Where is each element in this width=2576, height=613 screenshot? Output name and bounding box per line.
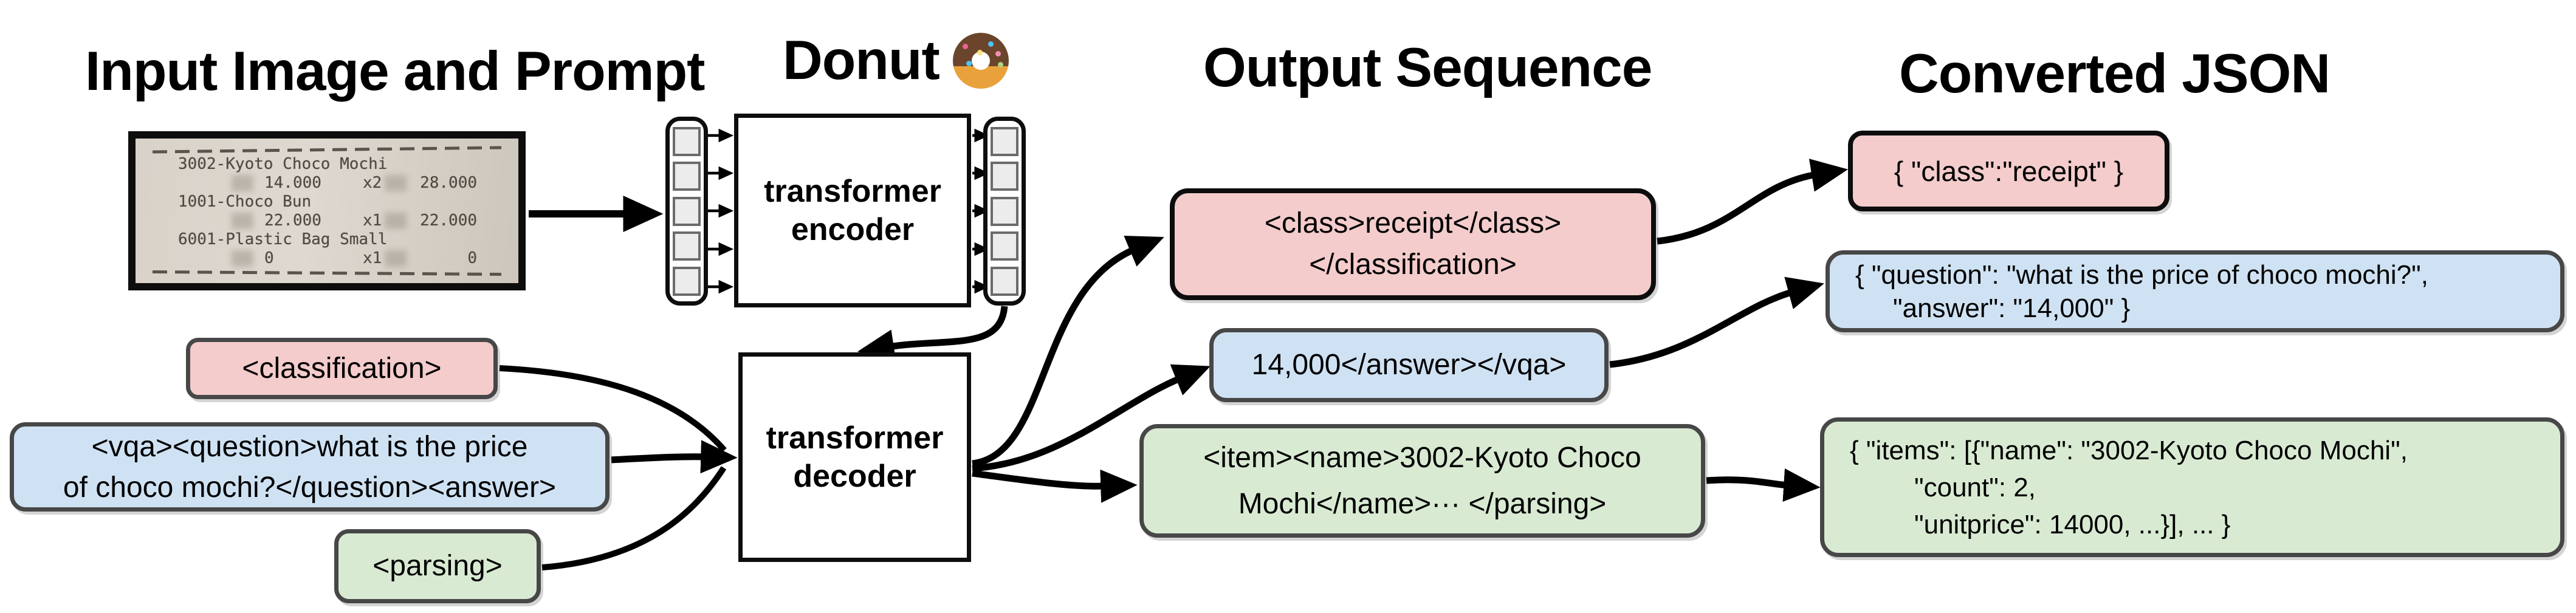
arrow-classification-output-to-json	[1657, 159, 1849, 245]
image-patch	[991, 266, 1018, 296]
receipt-item-amounts: 22.000 x1 22.000	[151, 211, 503, 230]
prompt-parsing-text: <parsing>	[373, 550, 503, 582]
json-parsing-line2: "count": 2,	[1914, 472, 2036, 502]
output-parsing-line1: <item><name>3002-Kyoto Choco	[1203, 441, 1641, 474]
section-title-output: Output Sequence	[1203, 37, 1652, 98]
receipt-unit-price: 22.000	[264, 211, 321, 230]
prompt-parsing-box: <parsing>	[334, 529, 541, 603]
json-parsing-box: { "items": [{"name": "3002-Kyoto Choco M…	[1820, 417, 2564, 557]
arrows-encoder-to-patches	[972, 128, 990, 294]
arrow-encoder-to-decoder	[857, 306, 1008, 363]
json-parsing-line3: "unitprice": 14000, ...}], ... }	[1914, 509, 2231, 539]
receipt-item-name: 1001-Choco Bun	[178, 193, 312, 211]
image-patch	[673, 162, 701, 191]
encoder-label-line2: encoder	[791, 211, 915, 247]
decoder-label-line2: decoder	[793, 458, 916, 494]
prompt-classification-text: <classification>	[242, 352, 442, 385]
receipt-item-amounts: 0 x1 0	[151, 249, 503, 268]
prompt-vqa-line1: <vqa><question>what is the price	[91, 430, 528, 463]
redaction-blur	[232, 250, 253, 267]
image-patch	[673, 196, 701, 226]
receipt-item-name: 6001-Plastic Bag Small	[178, 230, 388, 248]
arrow-prompt-vqa-to-decoder	[611, 440, 738, 474]
section-title-model: Donut	[783, 29, 1009, 92]
output-vqa-box: 14,000</answer></vqa>	[1209, 328, 1609, 402]
receipt-divider	[152, 146, 502, 154]
section-title-input: Input Image and Prompt	[85, 41, 705, 102]
transformer-encoder-block: transformer encoder	[734, 114, 971, 307]
output-parsing-box: <item><name>3002-Kyoto Choco Mochi</name…	[1139, 424, 1705, 538]
image-patch	[673, 266, 701, 296]
json-vqa-line2: "answer": "14,000" }	[1893, 293, 2131, 323]
encoder-input-patches	[665, 117, 708, 306]
image-patch	[991, 231, 1018, 261]
receipt-unit-price: 14.000	[264, 174, 321, 192]
prompt-vqa-line2: of choco mochi?</question><answer>	[63, 471, 557, 504]
output-parsing-line2: Mochi</name>··· </parsing>	[1238, 487, 1607, 520]
json-vqa-line1: { "question": "what is the price of choc…	[1855, 259, 2428, 290]
image-patch	[991, 162, 1018, 191]
model-title-text: Donut	[783, 30, 940, 91]
output-classification-line1: <class>receipt</class>	[1264, 207, 1562, 239]
receipt-quantity: x2	[363, 174, 382, 192]
image-patch	[991, 126, 1018, 156]
redaction-blur	[385, 213, 407, 229]
prompt-classification-box: <classification>	[186, 338, 498, 399]
redaction-blur	[385, 250, 407, 267]
encoder-output-patches	[983, 117, 1026, 306]
arrow-decoder-to-parsing-output	[972, 469, 1138, 503]
json-classification-box: { "class":"receipt" }	[1848, 131, 2169, 211]
receipt-item-amounts: 14.000 x2 28.000	[151, 174, 503, 193]
arrow-prompt-parsing-to-decoder	[541, 466, 727, 570]
redaction-blur	[232, 213, 253, 229]
output-vqa-text: 14,000</answer></vqa>	[1251, 349, 1567, 381]
image-patch	[673, 126, 701, 156]
json-parsing-line1: { "items": [{"name": "3002-Kyoto Choco M…	[1850, 435, 2408, 465]
encoder-label-line1: transformer	[764, 173, 941, 209]
receipt-divider	[152, 270, 502, 276]
image-patch	[991, 196, 1018, 226]
decoder-label-line1: transformer	[766, 420, 944, 456]
prompt-vqa-box: <vqa><question>what is the price of choc…	[10, 422, 610, 512]
receipt-unit-price: 0	[264, 249, 274, 267]
receipt-item-name: 3002-Kyoto Choco Mochi	[178, 155, 388, 173]
receipt-line-total: 22.000	[420, 211, 477, 230]
image-patch	[673, 231, 701, 261]
output-classification-box: <class>receipt</class> </classification>	[1170, 188, 1656, 300]
donut-icon	[952, 33, 1009, 89]
json-vqa-box: { "question": "what is the price of choc…	[1826, 250, 2564, 332]
receipt-quantity: x1	[363, 211, 382, 230]
receipt-line-total: 0	[467, 249, 477, 267]
section-title-json: Converted JSON	[1899, 43, 2330, 104]
redaction-blur	[385, 175, 407, 191]
receipt-line-total: 28.000	[420, 174, 477, 192]
arrow-prompt-classification-to-decoder	[499, 365, 727, 453]
arrow-parsing-output-to-json	[1706, 468, 1821, 502]
receipt-quantity: x1	[363, 249, 382, 267]
redaction-blur	[232, 175, 253, 191]
json-classification-text: { "class":"receipt" }	[1894, 155, 2124, 187]
output-classification-line2: </classification>	[1309, 248, 1517, 281]
arrow-vqa-output-to-json	[1609, 276, 1824, 368]
transformer-decoder-block: transformer decoder	[738, 352, 971, 562]
arrow-decoder-to-classification-output	[972, 236, 1164, 467]
arrow-decoder-to-vqa-output	[972, 364, 1211, 472]
